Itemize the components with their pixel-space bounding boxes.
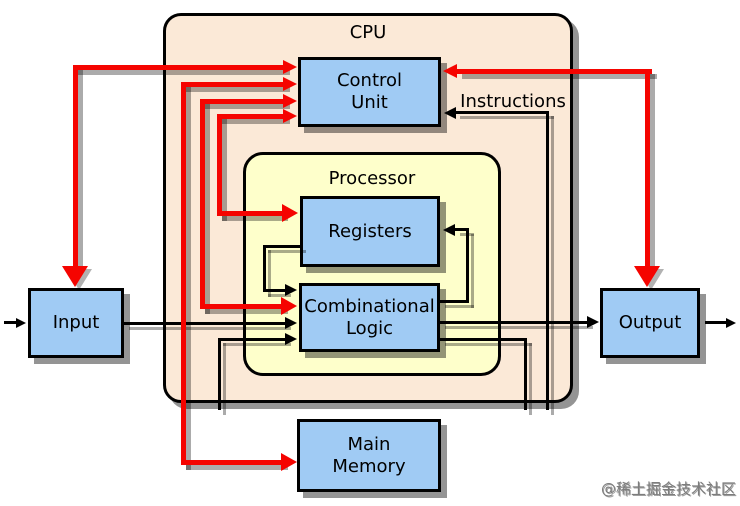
control-unit-label: Control Unit bbox=[336, 70, 403, 113]
regloop-right-arrow-icon bbox=[443, 224, 455, 236]
data-line-regloop-right-h2 bbox=[455, 228, 469, 231]
control-line-memory-h2 bbox=[181, 460, 283, 465]
control-arrow-output-icon bbox=[634, 266, 660, 287]
regloop-left-arrow-icon bbox=[285, 284, 297, 296]
data-line-membus-left-h bbox=[218, 338, 286, 341]
control-line-input-h bbox=[73, 65, 285, 70]
main-memory-label: Main Memory bbox=[332, 433, 406, 477]
control-arrow-registers-icon bbox=[282, 204, 298, 222]
data-line-input-stub bbox=[4, 321, 17, 324]
control-line-memory-v bbox=[181, 82, 186, 465]
input-data-arrow-icon bbox=[285, 317, 297, 329]
data-line-instructions-h bbox=[455, 111, 549, 114]
data-line-regloop-left-v bbox=[263, 245, 266, 292]
combinational-logic-box: Combinational Logic bbox=[299, 283, 440, 352]
control-unit-box: Control Unit bbox=[298, 57, 441, 127]
input-label: Input bbox=[52, 312, 100, 333]
control-line-logic-v bbox=[200, 99, 205, 309]
control-line-registers-v bbox=[217, 114, 222, 216]
control-line-input-v bbox=[73, 65, 78, 268]
data-line-output-stub bbox=[705, 321, 727, 324]
data-line-instructions-v bbox=[546, 111, 549, 410]
data-line-regloop-right-v bbox=[466, 229, 469, 303]
membus-arrow-icon bbox=[285, 333, 297, 345]
data-line-regloop-right-h1 bbox=[440, 300, 469, 303]
control-line-output-v bbox=[645, 69, 650, 268]
output-label: Output bbox=[618, 312, 682, 333]
control-arrow-input-icon bbox=[62, 266, 88, 287]
control-line-memory-h1 bbox=[181, 82, 285, 87]
main-memory-box: Main Memory bbox=[297, 419, 441, 492]
output-data-arrow-icon bbox=[587, 316, 599, 328]
registers-label: Registers bbox=[328, 220, 412, 242]
instructions-label: Instructions bbox=[460, 91, 566, 112]
data-line-regloop-left-h2 bbox=[263, 289, 286, 292]
data-line-logic-to-output bbox=[440, 321, 588, 324]
control-line-logic-h1 bbox=[200, 99, 285, 104]
watermark: @稀土掘金技术社区 bbox=[600, 480, 736, 498]
data-line-regloop-left-h1 bbox=[263, 245, 301, 248]
data-line-membus-right-v bbox=[524, 338, 527, 410]
control-line-logic-h2 bbox=[200, 304, 283, 309]
control-arrow-logic-icon bbox=[281, 297, 297, 315]
cpu-label: CPU bbox=[349, 22, 387, 43]
control-arrow-cu4-icon bbox=[283, 109, 297, 123]
control-line-registers-h1 bbox=[217, 114, 285, 119]
data-line-membus-left-v bbox=[218, 338, 221, 410]
data-line-input-to-logic bbox=[124, 322, 286, 325]
control-line-output-h bbox=[457, 69, 652, 74]
input-stub-arrow-icon bbox=[16, 318, 26, 328]
output-stub-arrow-icon bbox=[726, 318, 736, 328]
control-arrow-cu2-icon bbox=[283, 77, 297, 91]
registers-box: Registers bbox=[300, 196, 440, 267]
processor-label: Processor bbox=[328, 168, 416, 189]
input-box: Input bbox=[28, 288, 124, 358]
control-arrow-memory-icon bbox=[281, 453, 297, 471]
data-line-membus-right-h bbox=[440, 338, 527, 341]
instructions-arrow-icon bbox=[444, 107, 456, 119]
control-arrow-cu3-icon bbox=[283, 94, 297, 108]
control-arrow-cu5-icon bbox=[443, 64, 457, 78]
combinational-logic-label: Combinational Logic bbox=[304, 295, 435, 339]
control-arrow-cu1-icon bbox=[283, 60, 297, 74]
output-box: Output bbox=[600, 288, 700, 358]
control-line-registers-h2 bbox=[217, 211, 283, 216]
